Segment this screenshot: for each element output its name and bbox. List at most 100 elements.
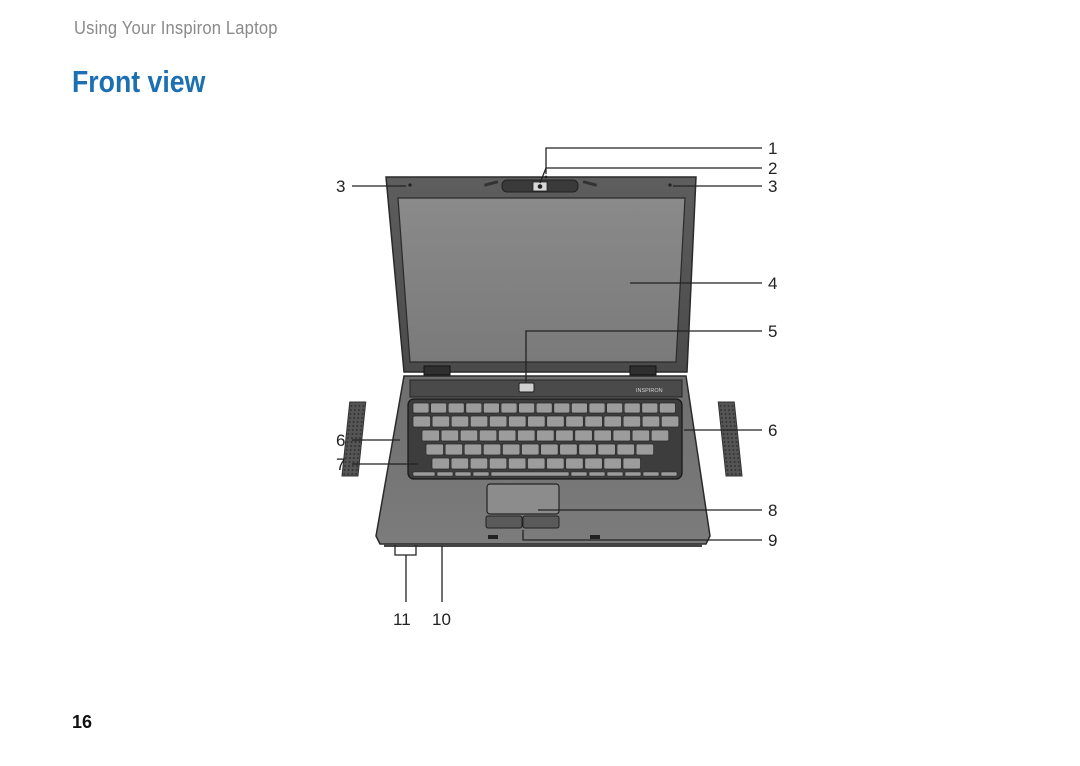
- left-status-light: [488, 535, 498, 539]
- callout-numbers: 1 2 3 3 4 5 6 6 7 8 9 11 10: [336, 139, 777, 629]
- keyboard-key: [660, 471, 678, 477]
- keyboard-key: [650, 429, 670, 442]
- keyboard-key: [425, 443, 444, 456]
- callout-3-right: 3: [768, 177, 777, 196]
- keyboard-key: [622, 415, 641, 428]
- keyboard-key: [469, 457, 489, 470]
- left-hinge: [423, 365, 451, 376]
- keyboard-key: [421, 429, 440, 442]
- page-number: 16: [72, 712, 93, 732]
- logo-text: INSPIRON: [636, 388, 663, 394]
- callout-3-left: 3: [336, 177, 345, 196]
- keyboard-key: [535, 402, 553, 414]
- keyboard-key: [465, 402, 483, 414]
- callout-6-left: 6: [336, 431, 345, 450]
- keyboard-key: [500, 402, 518, 414]
- keyboard-key: [623, 402, 641, 414]
- keyboard-key: [502, 443, 521, 456]
- keyboard-key: [482, 443, 502, 456]
- keyboard-key: [578, 443, 597, 456]
- keyboard-key: [508, 457, 527, 470]
- keyboard-key: [498, 429, 517, 442]
- keyboard-key: [517, 429, 536, 442]
- keyboard-key: [527, 457, 546, 470]
- keyboard-key: [606, 471, 624, 477]
- right-speaker-grille: [717, 401, 743, 477]
- keyboard-key: [597, 443, 616, 456]
- keyboard-key: [483, 402, 500, 414]
- keyboard-key: [570, 471, 588, 477]
- keyboard-key: [430, 402, 447, 414]
- keyboard-key: [536, 429, 555, 442]
- right-status-light: [590, 535, 600, 539]
- right-touch-pad-button: [522, 515, 560, 529]
- front-edge: [384, 544, 702, 547]
- keyboard-key: [574, 429, 593, 442]
- keyboard-key: [642, 471, 660, 477]
- keyboard-key: [603, 415, 622, 428]
- keyboard-key: [472, 471, 490, 477]
- keyboard-key: [459, 429, 479, 442]
- keyboard-key: [660, 415, 680, 428]
- keyboard-keys: [412, 402, 680, 477]
- section-header: Using Your Inspiron Laptop: [74, 18, 278, 38]
- keyboard-key: [450, 415, 470, 428]
- right-microphone: [668, 183, 672, 187]
- keyboard-key: [565, 415, 584, 428]
- keyboard-key: [488, 457, 508, 470]
- keyboard-key: [622, 457, 641, 470]
- keyboard-key: [603, 457, 622, 470]
- keyboard-key: [490, 471, 570, 477]
- keyboard-key: [588, 402, 606, 414]
- callout-10: 10: [432, 610, 451, 629]
- keyboard-key: [469, 415, 489, 428]
- keyboard-key: [489, 415, 508, 428]
- left-microphone: [408, 183, 412, 187]
- page-title: Front view: [72, 64, 206, 99]
- left-speaker-grille: [341, 401, 367, 477]
- camera-indicator: [544, 175, 548, 179]
- callout-lines: [352, 147, 762, 602]
- display-screen: [397, 197, 686, 363]
- keyboard-key: [546, 415, 565, 428]
- keyboard-key: [412, 402, 430, 414]
- keyboard-key: [454, 471, 472, 477]
- keyboard-key: [463, 443, 483, 456]
- keyboard-key: [436, 471, 454, 477]
- keyboard-key: [412, 471, 436, 477]
- keyboard-key: [540, 443, 559, 456]
- callout-2: 2: [768, 159, 777, 178]
- right-hinge: [629, 365, 657, 376]
- keyboard-key: [593, 429, 612, 442]
- keyboard-key: [641, 402, 659, 414]
- keyboard-key: [508, 415, 527, 428]
- keyboard-key: [440, 429, 459, 442]
- keyboard-key: [521, 443, 540, 456]
- left-touch-pad-button: [485, 515, 523, 529]
- power-button: [518, 382, 535, 393]
- display-lid: [385, 175, 697, 373]
- keyboard-key: [635, 443, 654, 456]
- keyboard-key: [444, 443, 463, 456]
- callout-1: 1: [768, 139, 777, 158]
- keyboard-key: [412, 415, 431, 428]
- keyboard-key: [447, 402, 465, 414]
- callout-5: 5: [768, 322, 777, 341]
- keyboard-key: [641, 415, 661, 428]
- callout-4: 4: [768, 274, 777, 293]
- media-control-strip: [409, 379, 683, 398]
- callout-6-right: 6: [768, 421, 777, 440]
- keyboard-key: [431, 457, 450, 470]
- touch-pad: [486, 483, 560, 515]
- keyboard-key: [584, 415, 603, 428]
- keyboard-key: [588, 471, 606, 477]
- keyboard-key: [559, 443, 578, 456]
- keyboard-key: [431, 415, 450, 428]
- keyboard-key: [624, 471, 642, 477]
- keyboard-key: [553, 402, 571, 414]
- keyboard-key: [631, 429, 650, 442]
- callout-7: 7: [336, 455, 345, 474]
- keyboard-key: [606, 402, 623, 414]
- keyboard-key: [612, 429, 631, 442]
